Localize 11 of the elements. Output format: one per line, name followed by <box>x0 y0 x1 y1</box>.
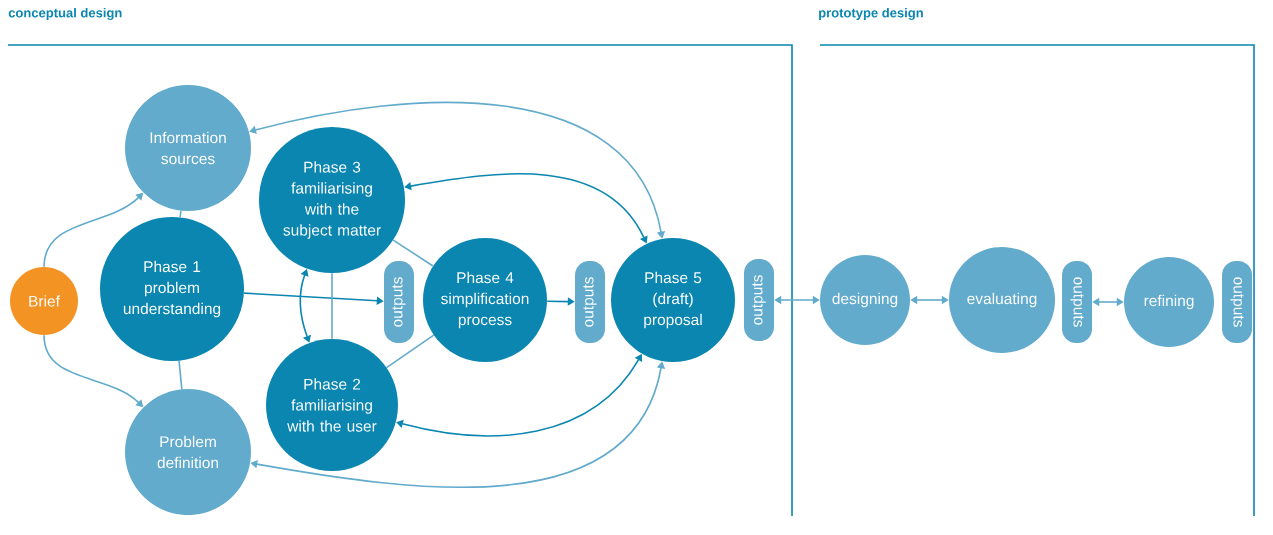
section-heading: prototype design <box>819 7 923 21</box>
connector-line <box>392 239 434 267</box>
outputs-pill: outputs <box>1222 261 1252 343</box>
section-heading: conceptual design <box>8 7 122 21</box>
outputs-pill: outputs <box>384 261 414 343</box>
outputs-pill: outputs <box>744 259 774 341</box>
connector-line <box>331 272 333 340</box>
connector-line <box>385 334 435 369</box>
outputs-pill: outputs <box>575 261 605 343</box>
outputs-pill: outputs <box>1062 261 1092 343</box>
connector-line <box>178 360 183 390</box>
